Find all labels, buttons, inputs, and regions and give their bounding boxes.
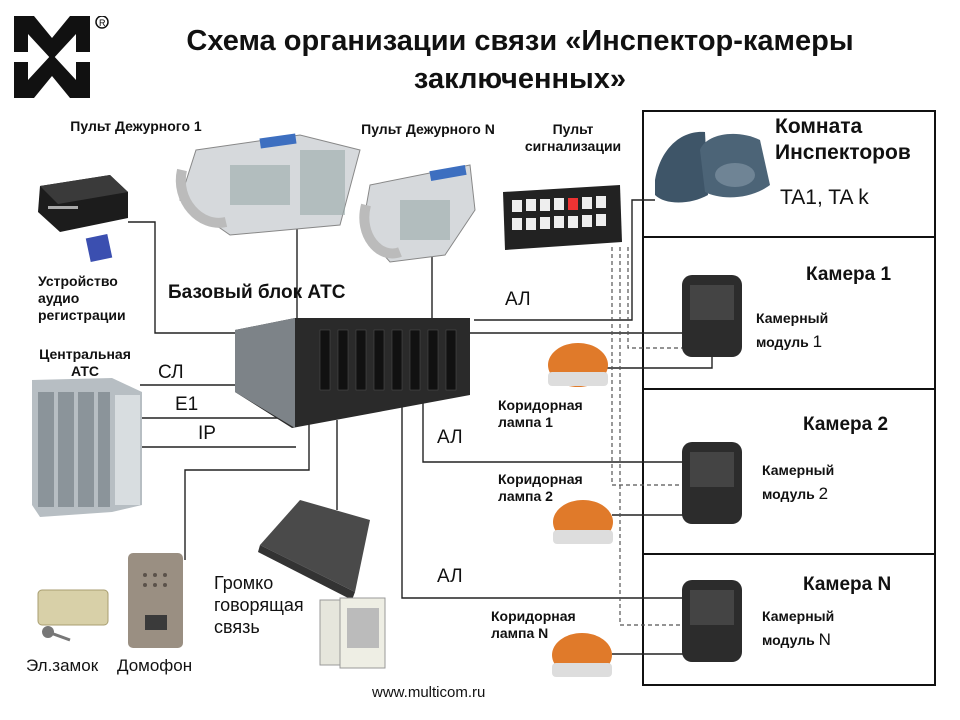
speakers-image [319, 597, 386, 669]
loudspeaker-label: Громко говорящая связь [214, 573, 304, 637]
central-pbx-rack-image [32, 378, 142, 517]
inspectors-room-phones-label: TA1, TA k [780, 186, 869, 209]
intercom-label: Домофон [117, 656, 193, 675]
ip-line-label: IP [198, 423, 216, 444]
base-pbx-unit-image [235, 318, 470, 428]
loudspeaker-amplifier-image [258, 500, 370, 600]
analog-line-label-3: АЛ [437, 566, 463, 587]
corridor-lamp-1-label: Коридорная лампа 1 [498, 397, 583, 430]
corridor-lamp-n-label: Коридорная лампа N [491, 608, 576, 641]
analog-line-label-1: АЛ [505, 289, 531, 310]
page-title: Схема организации связи «Инспектор-камер… [186, 25, 854, 95]
corridor-lamp-2-image [553, 500, 613, 544]
cell-module-1-label: Камерный модуль 1 [756, 310, 829, 351]
camera-n-frame [642, 553, 936, 686]
corridor-lamp-1-image [548, 343, 608, 387]
corridor-lamp-n-image [552, 633, 612, 677]
camera-1-title: Камера 1 [806, 264, 892, 285]
cell-module-1-image [682, 275, 742, 357]
inspectors-room-label: Комната Инспекторов [775, 115, 911, 164]
alarm-panel-image [503, 185, 622, 250]
alarm-panel-label: Пульт сигнализации [524, 121, 622, 154]
audio-recorder-label: Устройство аудио регистрации [38, 273, 126, 323]
cell-module-n-image [682, 580, 742, 662]
electric-lock-label: Эл.замок [26, 656, 99, 675]
central-pbx-label: Центральная АТС [39, 346, 131, 379]
website-footer: www.multicom.ru [372, 684, 486, 701]
cell-module-2-label: Камерный модуль 2 [762, 462, 835, 503]
intercom-image [128, 553, 183, 648]
analog-line-label-2: АЛ [437, 427, 463, 448]
corridor-lamp-2-label: Коридорная лампа 2 [498, 471, 583, 504]
audio-recorder-image [38, 175, 128, 263]
company-logo: R [14, 16, 109, 98]
cell-module-2-image [682, 442, 742, 524]
operator-console-n-image [359, 164, 476, 263]
operator-console-1-image [175, 133, 361, 236]
camera-n-title: Камера N [803, 574, 892, 595]
cell-module-n-label: Камерный модуль N [762, 608, 835, 649]
e1-line-label: E1 [175, 394, 199, 415]
alarm-dashed-lines [611, 247, 683, 626]
base-pbx-label: Базовый блок АТС [168, 282, 346, 303]
svg-text:R: R [99, 18, 106, 28]
connection-lines [128, 199, 713, 655]
inspector-phones-image [655, 131, 770, 203]
camera-2-title: Камера 2 [803, 414, 889, 435]
operator-console-1-label: Пульт Дежурного 1 [70, 118, 202, 134]
electric-lock-image [37, 589, 109, 642]
operator-console-n-label: Пульт Дежурного N [361, 121, 495, 137]
sl-line-label: СЛ [158, 362, 184, 383]
